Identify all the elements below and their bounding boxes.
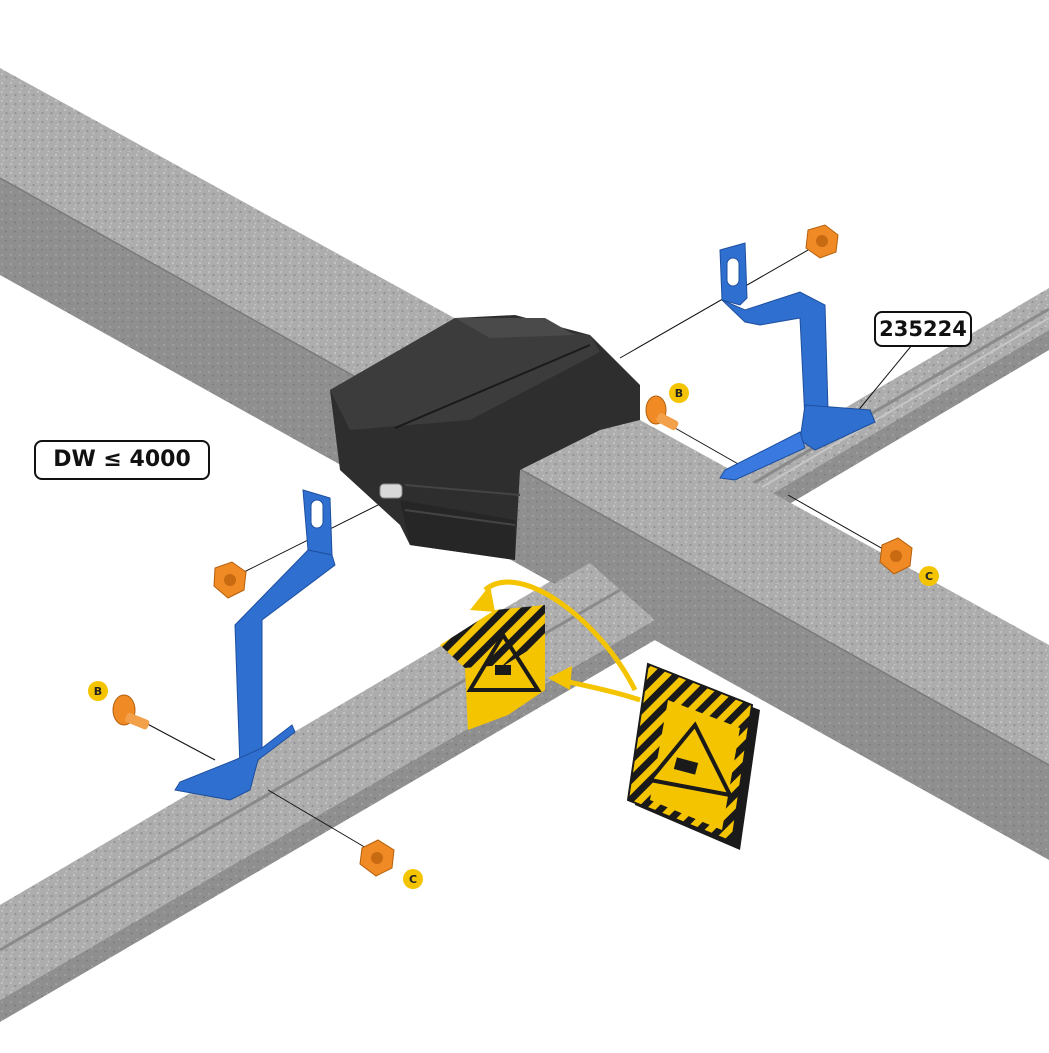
- arrow-head-upper: [470, 585, 495, 612]
- hazard-sticker-applied: [440, 605, 545, 730]
- svg-text:B: B: [94, 685, 102, 698]
- bracket-left: [174, 489, 336, 801]
- hazard-sticker-sheets: [626, 662, 760, 850]
- callout-badge-bolt-right: B: [669, 383, 689, 403]
- flange-bolt-icon: [112, 694, 150, 730]
- flange-nut-icon: [879, 537, 913, 575]
- svg-text:C: C: [409, 873, 417, 886]
- bracket-right: [719, 242, 876, 481]
- flange-nut-icon: [805, 224, 839, 259]
- arrow-head-lower: [548, 666, 572, 690]
- callout-badge-nut-left: C: [403, 869, 423, 889]
- part-number-label: 235224: [874, 311, 972, 347]
- flange-bolt-icon: [645, 395, 679, 431]
- lower-cross-beam-front: [0, 563, 655, 1022]
- capacity-label: DW ≤ 4000: [34, 440, 210, 480]
- guide-block: [330, 315, 640, 560]
- svg-text:B: B: [675, 387, 683, 400]
- callout-badge-bolt-left: B: [88, 681, 108, 701]
- svg-text:C: C: [925, 570, 933, 583]
- flange-nut-icon: [359, 839, 395, 877]
- flange-nut-icon: [213, 561, 247, 599]
- callout-badge-nut-right: C: [919, 566, 939, 586]
